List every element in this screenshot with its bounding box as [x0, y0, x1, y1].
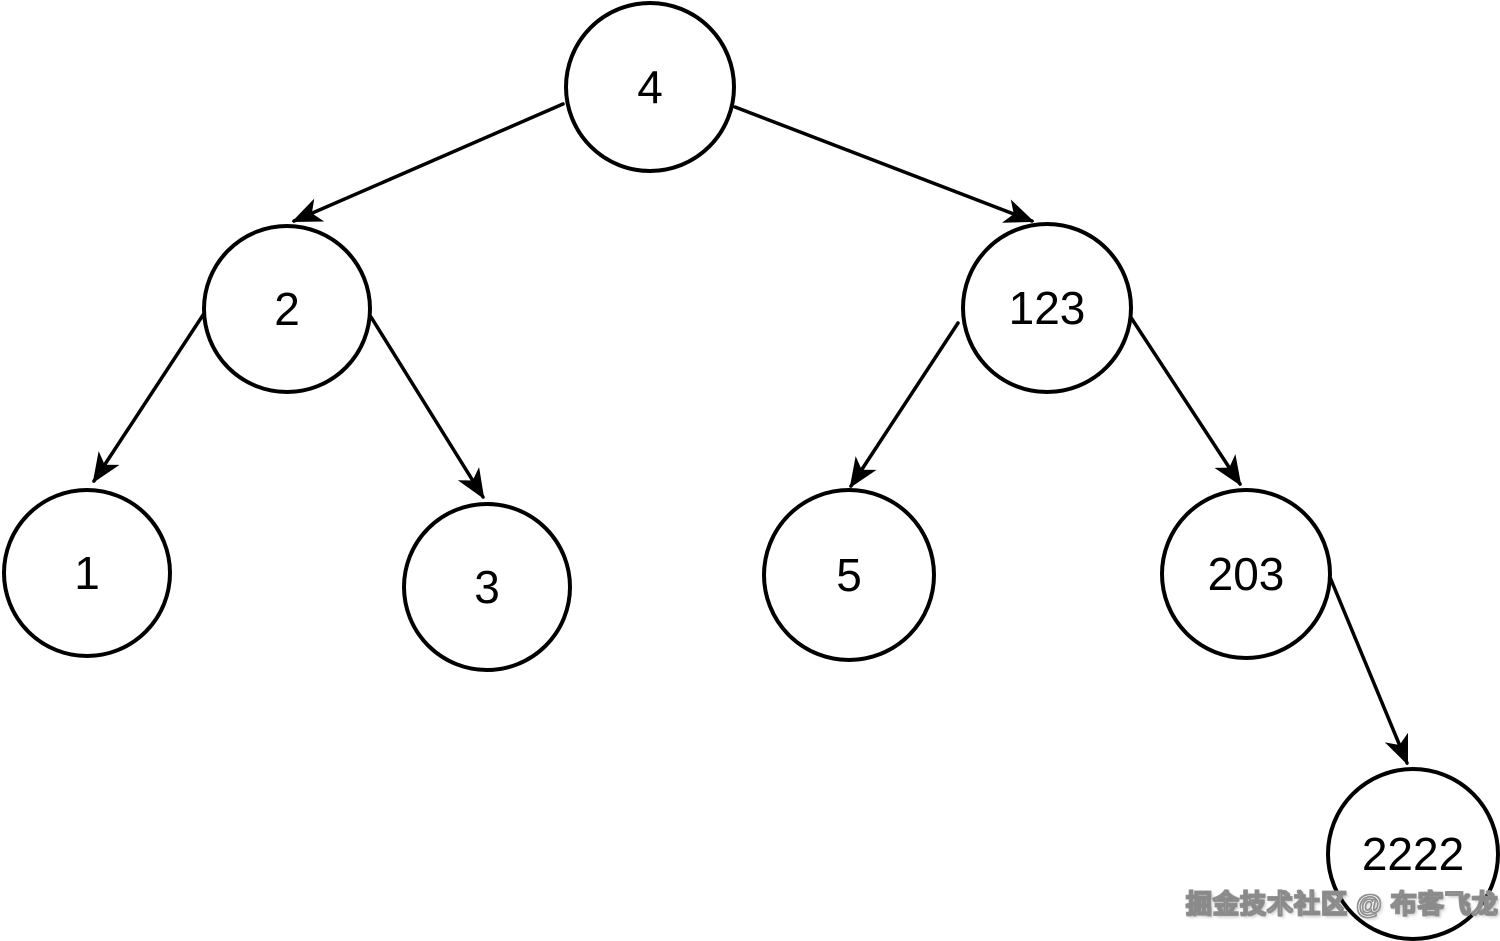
edge-2-to-1 [92, 310, 207, 484]
node-circle-2222 [1326, 767, 1500, 941]
watermark: 掘金技术社区 @ 布客飞龙 [1186, 889, 1499, 920]
edge-4-to-123 [733, 105, 1035, 223]
node-circle-3 [402, 502, 572, 672]
node-circle-5 [762, 488, 936, 662]
node-circle-1 [2, 488, 172, 658]
node-circle-123 [961, 222, 1133, 394]
node-circle-203 [1160, 488, 1332, 660]
node-label-2: 2 [274, 283, 300, 335]
node-label-5: 5 [836, 549, 862, 601]
edge-123-to-5 [849, 321, 960, 489]
tree-node-123: 123 [961, 222, 1133, 394]
node-label-2222: 2222 [1362, 828, 1464, 880]
tree-node-4: 4 [564, 1, 736, 173]
node-label-203: 203 [1208, 548, 1285, 600]
node-circle-4 [564, 1, 736, 173]
edge-2-to-3 [369, 315, 485, 500]
node-label-3: 3 [474, 561, 500, 613]
tree-node-3: 3 [402, 502, 572, 672]
node-label-4: 4 [637, 61, 663, 113]
node-label-1: 1 [74, 547, 100, 599]
tree-node-1: 1 [2, 488, 172, 658]
node-label-123: 123 [1009, 282, 1086, 334]
tree-node-203: 203 [1160, 488, 1332, 660]
edge-123-to-203 [1126, 311, 1242, 487]
tree-node-2: 2 [202, 224, 372, 394]
node-circle-2 [202, 224, 372, 394]
tree-node-5: 5 [762, 488, 936, 662]
tree-node-2222: 2222 [1326, 767, 1500, 941]
edge-203-to-2222 [1325, 568, 1409, 766]
edge-4-to-2 [291, 102, 565, 223]
